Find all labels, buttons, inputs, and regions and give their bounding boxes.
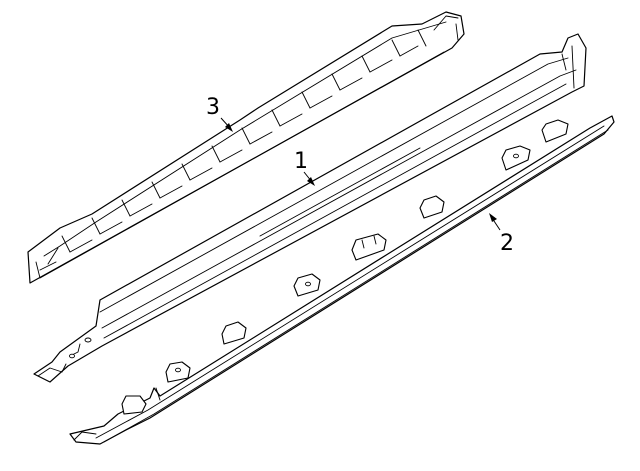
part-reinforcement [27, 11, 465, 284]
part-rocker-panel [33, 33, 587, 383]
callout-3: 3 [206, 95, 233, 132]
part-rocker-molding [69, 115, 615, 445]
callout-label-2: 2 [500, 231, 514, 256]
callout-1: 1 [294, 149, 315, 186]
callout-2-arrowhead [489, 213, 497, 222]
callout-label-3: 3 [206, 95, 220, 120]
callout-3-arrowhead [225, 123, 233, 132]
molding-clips [121, 119, 569, 415]
callout-2: 2 [489, 213, 514, 256]
callout-label-1: 1 [294, 149, 308, 174]
callout-1-arrowhead [307, 177, 315, 186]
